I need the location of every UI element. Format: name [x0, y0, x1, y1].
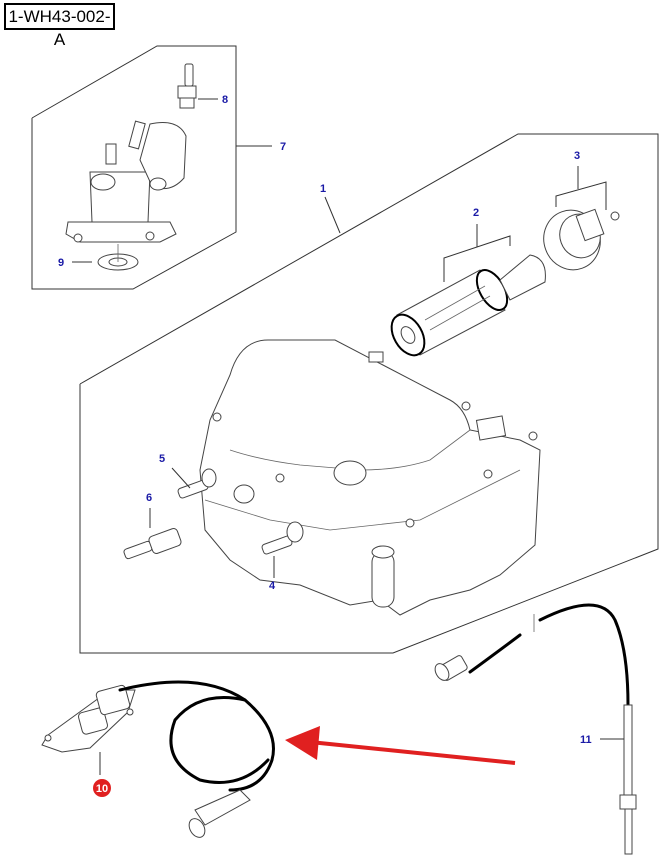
callout-10: 10: [96, 783, 108, 795]
part-4-fitting[interactable]: [261, 521, 304, 555]
group-frame-7: [31, 45, 237, 290]
callout-8: 8: [222, 94, 228, 106]
part-2-filter-element[interactable]: [385, 254, 546, 361]
part-11-temperature-sensor[interactable]: [432, 603, 637, 855]
part-10-nox-sensor[interactable]: [41, 680, 275, 840]
group-frame-1: [79, 133, 659, 654]
callout-4: 4: [269, 580, 276, 592]
callouts: 1 2 3 4 5 6 7 8 9 10 11: [58, 94, 592, 797]
part-6-fitting[interactable]: [123, 527, 182, 560]
part-7-valve-assembly[interactable]: [65, 120, 187, 243]
callout-2: 2: [473, 207, 479, 219]
part-9-seal-plate[interactable]: [97, 244, 139, 271]
part-3-filter-cap[interactable]: [535, 202, 620, 278]
callout-6: 6: [146, 492, 152, 504]
reference-code-label: 1-WH43-002-A: [4, 3, 115, 49]
highlight-arrow: [285, 726, 516, 765]
callout-5: 5: [159, 453, 165, 465]
callout-3: 3: [574, 150, 580, 162]
part-1-dosing-module[interactable]: [199, 339, 541, 616]
callout-1: 1: [320, 183, 326, 195]
callout-11: 11: [580, 734, 592, 746]
callout-10-badge: [93, 779, 111, 797]
callout-9: 9: [58, 257, 64, 269]
part-8-sensor-fitting[interactable]: [177, 63, 197, 109]
callout-7: 7: [280, 141, 286, 153]
leader-lines: [72, 98, 624, 775]
part-5-fitting[interactable]: [177, 468, 217, 499]
